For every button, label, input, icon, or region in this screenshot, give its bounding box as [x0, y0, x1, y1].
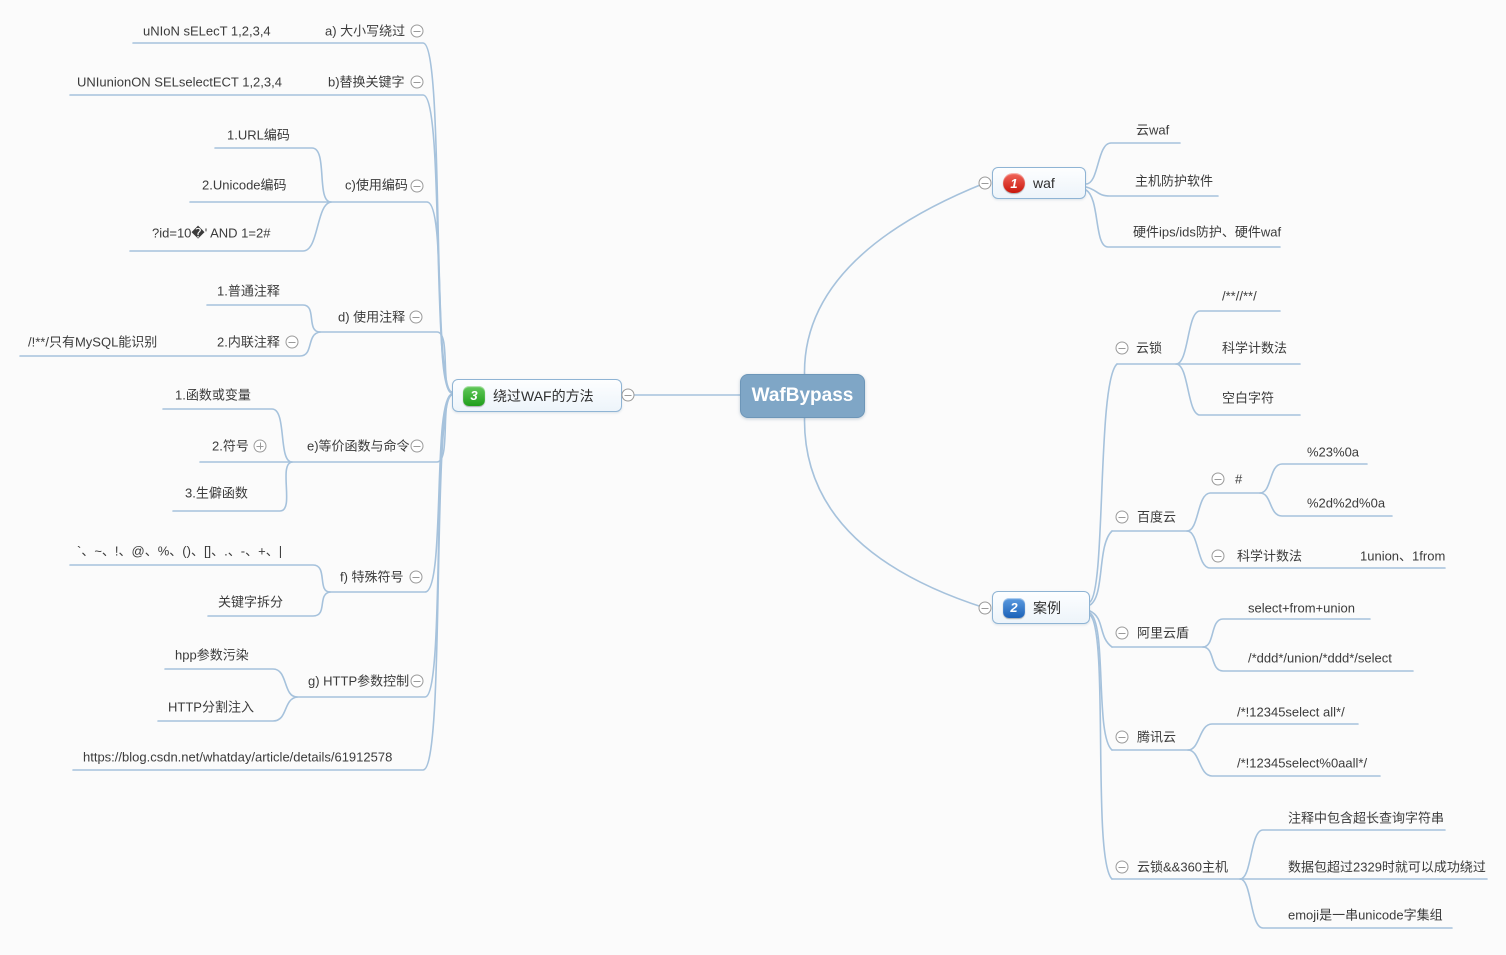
topic-f[interactable]: f) 特殊符号: [340, 569, 404, 585]
collapse-icon-baidu-sci[interactable]: [1211, 549, 1225, 563]
priority-3-badge: 3: [463, 385, 485, 406]
topic-g-child1[interactable]: hpp参数污染: [175, 647, 249, 663]
topic-d-note[interactable]: /!**/只有MySQL能识别: [28, 334, 158, 350]
topic-tencent-child2[interactable]: /*!12345select%0aall*/: [1237, 755, 1368, 771]
topic-methods-label: 绕过WAF的方法: [493, 387, 594, 404]
topic-waf-child3[interactable]: 硬件ips/ids防护、硬件waf: [1133, 224, 1282, 240]
topic-a[interactable]: a) 大小写绕过: [325, 23, 406, 39]
topic-cases-label: 案例: [1033, 599, 1061, 616]
topic-b-child[interactable]: UNIunionON SELselectECT 1,2,3,4: [77, 74, 282, 90]
topic-a-child[interactable]: uNIoN sELecT 1,2,3,4: [143, 23, 271, 39]
collapse-icon-baidu[interactable]: [1115, 510, 1129, 524]
collapse-icon-a[interactable]: [410, 24, 424, 38]
topic-baidu-sci[interactable]: 科学计数法: [1237, 548, 1303, 564]
topic-tencent[interactable]: 腾讯云: [1137, 729, 1177, 745]
topic-ys360-child1[interactable]: 注释中包含超长查询字符串: [1288, 810, 1445, 826]
topic-reference-url[interactable]: https://blog.csdn.net/whatday/article/de…: [83, 749, 393, 765]
topic-g-child2[interactable]: HTTP分割注入: [168, 699, 254, 715]
priority-2-badge: 2: [1003, 597, 1025, 618]
topic-c[interactable]: c)使用编码: [345, 177, 408, 193]
collapse-icon-d-inline[interactable]: [285, 335, 299, 349]
topic-c-child2[interactable]: 2.Unicode编码: [202, 177, 287, 193]
topic-aliyun-child2[interactable]: /*ddd*/union/*ddd*/select: [1248, 650, 1392, 666]
topic-aliyun[interactable]: 阿里云盾: [1137, 625, 1190, 641]
priority-1-badge: 1: [1003, 173, 1025, 193]
collapse-icon-d[interactable]: [409, 310, 423, 324]
root-topic-label: WafBypass: [751, 385, 854, 406]
topic-ys360[interactable]: 云锁&&360主机: [1137, 859, 1229, 875]
topic-baidu-sci-child1[interactable]: 1union、1from: [1360, 548, 1446, 564]
collapse-icon-aliyun[interactable]: [1115, 626, 1129, 640]
expand-icon-e-symbol[interactable]: [253, 439, 267, 453]
collapse-icon-waf[interactable]: [978, 176, 992, 190]
topic-baidu-hash-child1[interactable]: %23%0a: [1307, 444, 1360, 460]
topic-waf-label: waf: [1033, 175, 1055, 191]
topic-f-child1[interactable]: `、~、!、@、%、()、[]、.、-、+、|: [77, 543, 283, 559]
collapse-icon-tencent[interactable]: [1115, 730, 1129, 744]
topic-aliyun-child1[interactable]: select+from+union: [1248, 600, 1355, 616]
collapse-icon-ys360[interactable]: [1115, 860, 1129, 874]
topic-waf[interactable]: 1 waf: [992, 167, 1086, 199]
topic-e[interactable]: e)等价函数与命令: [307, 438, 410, 454]
topic-d-child1[interactable]: 1.普通注释: [217, 283, 280, 299]
topic-e-child1[interactable]: 1.函数或变量: [175, 387, 251, 403]
topic-cases[interactable]: 2 案例: [992, 591, 1090, 624]
topic-ys360-child2[interactable]: 数据包超过2329时就可以成功绕过: [1288, 859, 1486, 875]
collapse-icon-b[interactable]: [410, 75, 424, 89]
collapse-icon-e[interactable]: [410, 439, 424, 453]
topic-b[interactable]: b)替换关键字: [328, 74, 405, 90]
collapse-icon-f[interactable]: [409, 570, 423, 584]
topic-d[interactable]: d) 使用注释: [338, 309, 406, 325]
topic-baidu-hash-child2[interactable]: %2d%2d%0a: [1307, 495, 1386, 511]
topic-yunsuo-child1[interactable]: /**//**/: [1222, 288, 1257, 304]
root-topic[interactable]: WafBypass: [740, 374, 865, 418]
topic-f-child2[interactable]: 关键字拆分: [218, 594, 284, 610]
topic-yunsuo-child2[interactable]: 科学计数法: [1222, 340, 1288, 356]
topic-e-child2[interactable]: 2.符号: [212, 438, 249, 454]
topic-yunsuo[interactable]: 云锁: [1136, 340, 1163, 356]
topic-c-child3[interactable]: ?id=10�' AND 1=2#: [152, 225, 271, 241]
topic-d-child2[interactable]: 2.内联注释: [217, 334, 280, 350]
collapse-icon-c[interactable]: [410, 179, 424, 193]
topic-e-child3[interactable]: 3.生僻函数: [185, 485, 248, 501]
topic-tencent-child1[interactable]: /*!12345select all*/: [1237, 704, 1345, 720]
topic-c-child1[interactable]: 1.URL编码: [227, 127, 290, 143]
topic-baidu-hash[interactable]: #: [1235, 471, 1243, 487]
topic-ys360-child3[interactable]: emoji是一串unicode字集组: [1288, 907, 1443, 923]
collapse-icon-methods[interactable]: [621, 388, 635, 402]
collapse-icon-g[interactable]: [410, 674, 424, 688]
topic-waf-child2[interactable]: 主机防护软件: [1135, 173, 1214, 189]
topic-methods[interactable]: 3 绕过WAF的方法: [452, 379, 622, 412]
collapse-icon-cases[interactable]: [978, 601, 992, 615]
topic-yunsuo-child3[interactable]: 空白字符: [1222, 390, 1275, 406]
collapse-icon-yunsuo[interactable]: [1115, 341, 1129, 355]
topic-baidu[interactable]: 百度云: [1137, 509, 1177, 525]
collapse-icon-baidu-hash[interactable]: [1211, 472, 1225, 486]
topic-waf-child1[interactable]: 云waf: [1136, 122, 1170, 138]
topic-g[interactable]: g) HTTP参数控制: [308, 673, 410, 689]
